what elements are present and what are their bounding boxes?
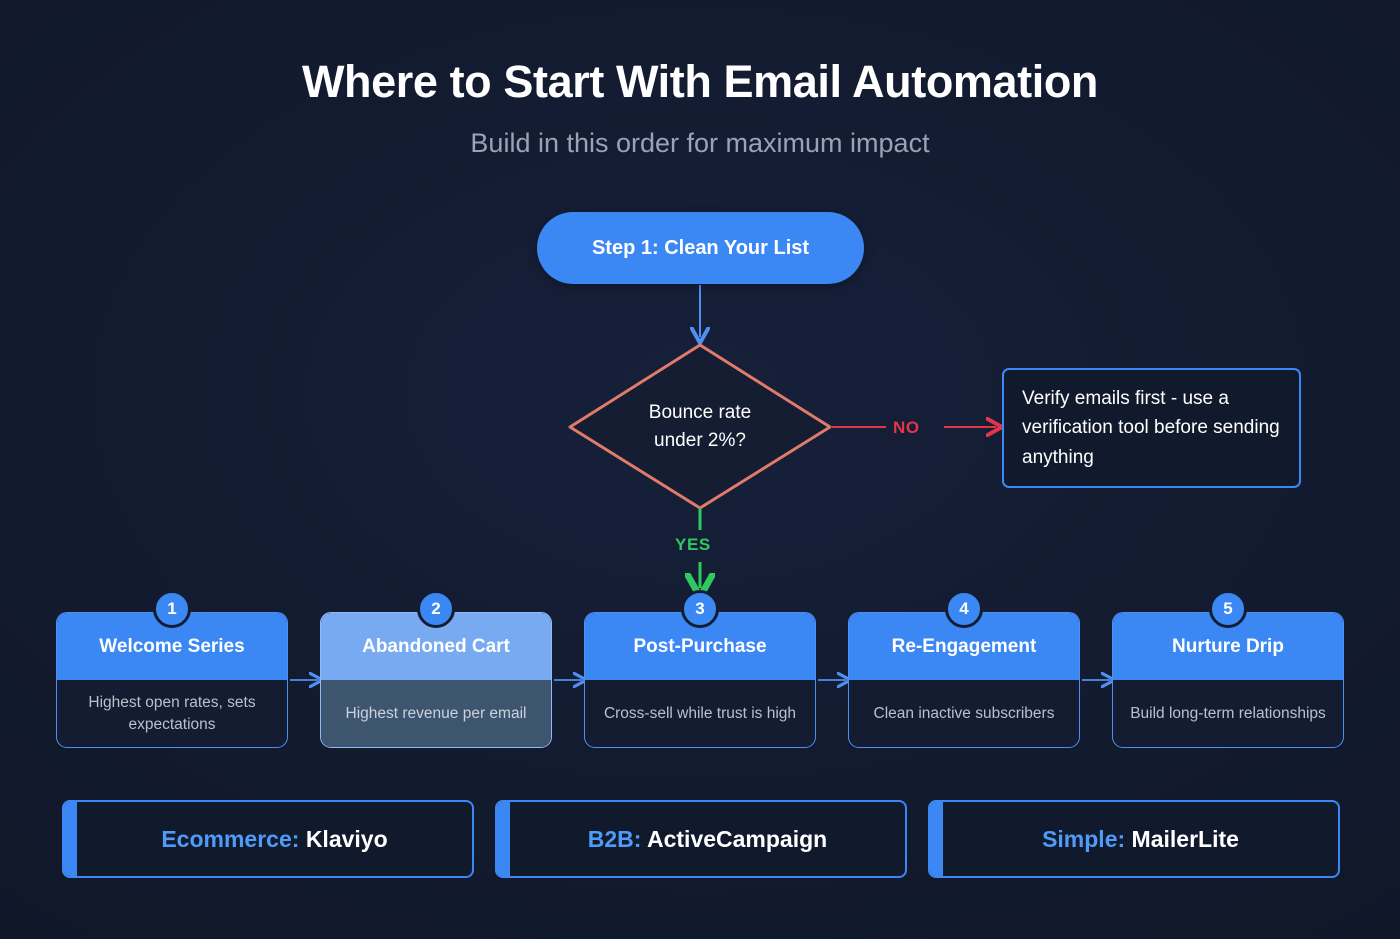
step-badge-3: 3 [681, 590, 719, 628]
recommendation-label-ecommerce: Ecommerce: [161, 825, 300, 852]
step-card-3[interactable]: Post-Purchase Cross-sell while trust is … [584, 612, 816, 748]
branch-label-yes: YES [675, 535, 711, 554]
step-card-desc-2: Highest revenue per email [321, 680, 551, 747]
step-card-2[interactable]: Abandoned Cart Highest revenue per email [320, 612, 552, 748]
step-card-slot-4: 4 Re-Engagement Clean inactive subscribe… [848, 590, 1080, 748]
no-outcome-box[interactable]: Verify emails first - use a verification… [1002, 368, 1301, 488]
step-card-desc-5: Build long-term relationships [1130, 704, 1326, 722]
step-card-5[interactable]: Nurture Drip Build long-term relationshi… [1112, 612, 1344, 748]
step-card-desc-4: Clean inactive subscribers [873, 704, 1055, 722]
step-card-desc-3: Cross-sell while trust is high [603, 704, 797, 722]
branch-label-no: NO [893, 418, 920, 437]
step-card-slot-2: 2 Abandoned Cart Highest revenue per ema… [320, 590, 552, 748]
recommendation-bar-simple[interactable]: Simple: MailerLite [928, 800, 1340, 878]
step-card-4[interactable]: Re-Engagement Clean inactive subscribers [848, 612, 1080, 748]
recommendation-value-ecommerce: Klaviyo [305, 825, 388, 852]
step-badge-5: 5 [1209, 590, 1247, 628]
recommendation-label-simple: Simple: [1042, 825, 1126, 852]
recommendation-bar-ecommerce[interactable]: Ecommerce: Klaviyo [62, 800, 474, 878]
page-subtitle: Build in this order for maximum impact [470, 128, 930, 158]
decision-node[interactable]: Bounce rate under 2%? [570, 345, 830, 508]
recommendation-text-simple: Simple: MailerLite [1029, 826, 1239, 853]
step-badge-2: 2 [417, 590, 455, 628]
start-node[interactable]: Step 1: Clean Your List [537, 212, 864, 284]
decision-line-2: under 2%? [654, 429, 746, 451]
step-card-slot-1: 1 Welcome Series Highest open rates, set… [56, 590, 288, 748]
recommendation-value-simple: MailerLite [1131, 825, 1239, 852]
recommendation-bar-b2b[interactable]: B2B: ActiveCampaign [495, 800, 907, 878]
recommendation-text-ecommerce: Ecommerce: Klaviyo [148, 826, 387, 853]
recommendation-text-b2b: B2B: ActiveCampaign [575, 826, 827, 853]
step-card-1[interactable]: Welcome Series Highest open rates, sets … [56, 612, 288, 748]
step-cards-row: 1 Welcome Series Highest open rates, set… [56, 590, 1344, 748]
recommendation-label-b2b: B2B: [587, 825, 642, 852]
decision-node-text: Bounce rate under 2%? [570, 345, 830, 508]
step-card-slot-3: 3 Post-Purchase Cross-sell while trust i… [584, 590, 816, 748]
start-node-label: Step 1: Clean Your List [591, 236, 810, 259]
no-outcome-text: Verify emails first - use a verification… [1022, 387, 1280, 468]
decision-line-1: Bounce rate [648, 401, 752, 423]
step-card-slot-5: 5 Nurture Drip Build long-term relations… [1112, 590, 1344, 748]
step-card-desc-1: Highest open rates, sets expectations [88, 693, 256, 733]
step-badge-1: 1 [153, 590, 191, 628]
recommendation-value-b2b: ActiveCampaign [647, 825, 828, 852]
step-badge-4: 4 [945, 590, 983, 628]
page-title: Where to Start With Email Automation [301, 56, 1099, 107]
recommendations-row: Ecommerce: Klaviyo B2B: ActiveCampaign S… [62, 800, 1340, 878]
